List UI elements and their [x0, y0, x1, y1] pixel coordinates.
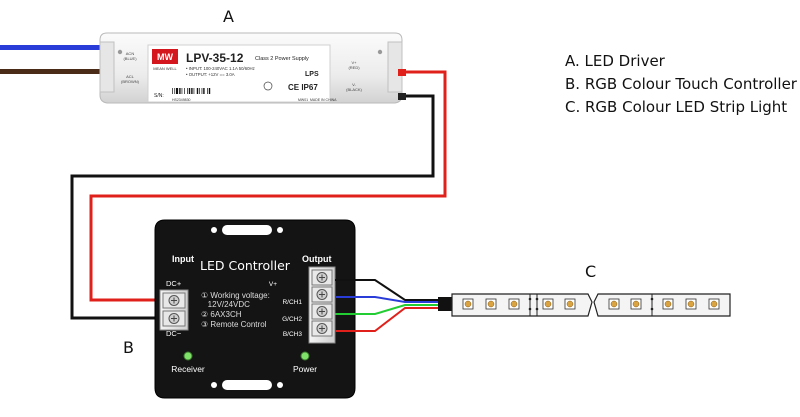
legend-item: B. RGB Colour Touch Controller [565, 75, 797, 93]
led-strip [451, 293, 731, 317]
led-driver: MW MEAN WELL LPV-35-12 Class 2 Power Sup… [99, 32, 403, 104]
driver-spec-input: • INPUT: 100-240VAC 1.1A 50/60Hz [186, 66, 255, 71]
solder-pad-icon [528, 307, 532, 311]
driver-vplus-label: V+(RED) [348, 60, 360, 70]
driver-vminus-label: V-(BLACK) [346, 82, 362, 92]
mains-wires [0, 45, 100, 74]
driver-mw-code: MW01 [298, 98, 308, 102]
receiver-led-icon [183, 351, 193, 361]
ul-mark-icon [263, 81, 273, 91]
controller-spec-line: 12V/24VDC [201, 300, 250, 309]
black-wire-connector [398, 93, 406, 100]
led-controller: Input Output LED Controller DC+ DC− ① Wo… [154, 219, 356, 399]
rgb-wires [335, 279, 452, 332]
power-label: Power [293, 364, 317, 374]
controller-spec-line: ② 6AX3CH [201, 310, 242, 319]
acn-blue-wire [0, 45, 100, 50]
meanwell-logo-text: MW [157, 52, 173, 62]
controller-dc-minus: DC− [166, 329, 182, 338]
mount-hole-icon [377, 49, 383, 55]
ch1-blue-wire [335, 296, 440, 303]
output-terminal-label: V+ [269, 281, 277, 288]
controller-input-label: Input [172, 254, 194, 264]
receiver-label: Receiver [171, 364, 205, 374]
driver-acl-label: ACL(BROWN) [121, 74, 140, 84]
driver-acn-label: ACN(BLUE) [123, 51, 137, 61]
legend-item: C. RGB Colour LED Strip Light [565, 98, 788, 116]
driver-spec-output: • OUTPUT: +12V == 3.0A [186, 72, 235, 77]
driver-sn-value: HS2349830 [172, 98, 191, 102]
label-b: B [123, 338, 134, 357]
driver-lps: LPS [305, 71, 319, 78]
solder-pad-icon [650, 297, 654, 301]
output-terminal-block [308, 266, 336, 344]
ch2-green-wire [335, 304, 440, 315]
controller-output-label: Output [302, 254, 332, 264]
controller-spec-line: ③ Remote Control [201, 320, 267, 329]
output-terminal-label: G/CH2 [282, 316, 302, 323]
red-wire-connector [398, 69, 406, 76]
controller-title: LED Controller [200, 258, 291, 273]
dc-wires [70, 69, 447, 320]
dc-negative-black-wire [70, 94, 435, 320]
solder-pad-icon [535, 307, 539, 311]
controller-spec-line: ① Working voltage: [201, 291, 270, 300]
driver-ce-ip67: CE IP67 [288, 83, 318, 92]
input-terminal-block [159, 289, 189, 331]
power-led-icon [300, 351, 310, 361]
controller-specs: ① Working voltage: 12V/24VDC ② 6AX3CH ③ … [201, 291, 270, 329]
vplus-black-wire [335, 279, 440, 301]
solder-pad-icon [650, 307, 654, 311]
label-a: A [223, 7, 234, 26]
legend: A. LED Driver B. RGB Colour Touch Contro… [565, 50, 797, 119]
solder-pad-icon [535, 297, 539, 301]
controller-dc-plus: DC+ [166, 279, 182, 288]
legend-item: A. LED Driver [565, 52, 665, 70]
output-terminal-label: B/CH3 [283, 331, 303, 338]
meanwell-sub-text: MEAN WELL [153, 66, 177, 71]
driver-barcode [170, 87, 230, 95]
label-c: C [585, 262, 596, 281]
mount-slot-bottom [222, 380, 272, 390]
driver-end-cap-right [387, 41, 403, 93]
ch3-red-wire [335, 307, 440, 332]
driver-made-in: MADE IN CHINA [310, 98, 337, 102]
output-terminal-label: R/CH1 [282, 299, 302, 306]
meanwell-logo [152, 49, 178, 64]
mount-hole-icon [117, 49, 123, 55]
solder-pad-icon [528, 297, 532, 301]
dc-positive-red-wire [89, 70, 447, 302]
driver-class-text: Class 2 Power Supply [255, 56, 309, 62]
acl-brown-wire [0, 69, 100, 74]
driver-sn-label: S/N: [154, 93, 164, 99]
driver-model: LPV-35-12 [186, 51, 244, 65]
driver-end-cap-left [99, 41, 115, 93]
strip-connector [438, 297, 452, 311]
mount-slot-top [222, 225, 272, 235]
